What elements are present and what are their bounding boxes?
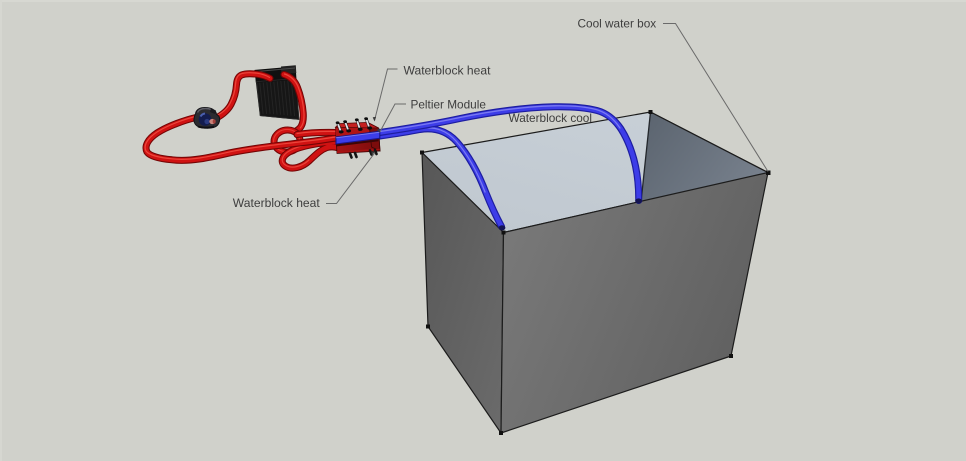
svg-text:Peltier Module: Peltier Module (411, 98, 487, 112)
svg-text:Waterblock cool: Waterblock cool (509, 111, 592, 125)
svg-text:Cool water box: Cool water box (578, 17, 657, 31)
svg-text:Waterblock heat: Waterblock heat (404, 63, 492, 77)
svg-text:Waterblock heat: Waterblock heat (233, 196, 321, 210)
